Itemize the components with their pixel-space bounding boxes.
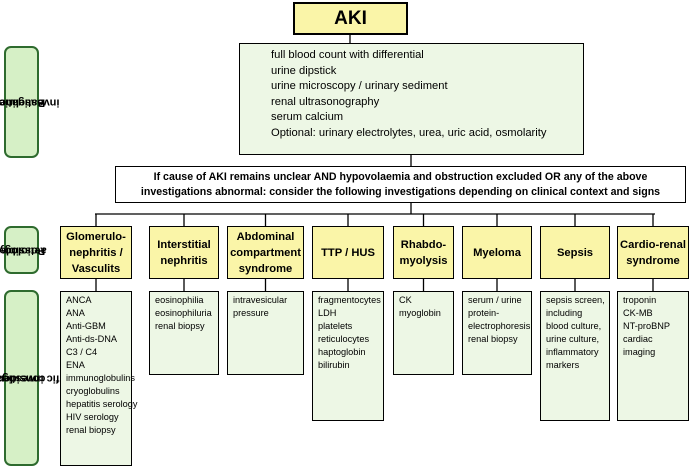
investigation-item: haptoglobin <box>318 347 366 357</box>
aetiology-label: compartment <box>230 246 301 259</box>
investigations-box: serum / urine protein-electrophoresis rena… <box>462 291 532 375</box>
investigation-item: cardiac <box>623 334 653 344</box>
investigation-item: Anti-GBM <box>66 321 106 331</box>
investigation-item: troponin <box>623 295 657 305</box>
aetiology-box: Abdominal compartment syndrome <box>227 226 304 279</box>
baseline-item: serum calcium <box>271 111 344 123</box>
investigation-item: bilirubin <box>318 360 350 370</box>
aetiology-label: Interstitial <box>157 238 211 251</box>
aetiology-box: Sepsis <box>540 226 610 279</box>
aetiology-label: nephritis <box>160 254 208 267</box>
investigations-box: sepsis screen, including blood culture, uri… <box>540 291 610 421</box>
investigation-item: NT-proBNP <box>623 321 670 331</box>
aetiology-box: TTP / HUS <box>312 226 384 279</box>
investigation-item: blood culture, <box>546 321 602 331</box>
aetiology-box: Myeloma <box>462 226 532 279</box>
investigation-item: hepatitis serology <box>66 399 138 409</box>
investigation-item: imaging <box>623 347 656 357</box>
investigations-box: ANCA ANA Anti-GBM Anti-ds-DNA C3 / C4 ENA immu… <box>60 291 138 466</box>
investigation-item: electrophoresis <box>468 321 531 331</box>
aetiology-label: nephritis / <box>69 246 123 259</box>
investigation-item: ENA <box>66 360 85 370</box>
baseline-item: renal ultrasonography <box>271 95 380 108</box>
baseline-item: Optional: urinary electrolytes, urea, ur… <box>271 126 547 139</box>
investigation-item: ANA <box>66 308 85 318</box>
investigation-item: platelets <box>318 321 353 331</box>
investigation-item: eosinophiluria <box>155 308 212 318</box>
investigation-item: urine culture, <box>546 334 600 344</box>
investigation-item: LDH <box>318 308 337 318</box>
condition-line: investigations abnormal: consider the fo… <box>140 185 661 198</box>
investigation-item: cryoglobulins <box>66 386 120 396</box>
investigation-item: serum / urine <box>468 295 522 305</box>
condition-box: If cause of AKI remains unclear AND hypo… <box>115 166 686 203</box>
investigation-item: inflammatory <box>546 347 599 357</box>
investigations-box: eosinophilia eosinophiluria renal biopsy <box>149 291 219 375</box>
aetiology-label: Cardio-renal <box>620 238 686 251</box>
baseline-investigations-box: full blood count with differential urine… <box>239 43 584 155</box>
investigation-item: CK-MB <box>623 308 653 318</box>
aetiology-label: Glomerulo- <box>66 230 126 243</box>
aetiology-label: syndrome <box>626 254 680 267</box>
baseline-item: full blood count with differential <box>271 49 424 61</box>
aetiology-box: Glomerulo-nephritis / Vasculits <box>60 226 132 279</box>
aetiology-label: Abdominal <box>236 230 295 243</box>
investigations-box: CK myoglobin <box>393 291 454 375</box>
aetiology-label: TTP / HUS <box>321 246 375 259</box>
investigation-item: fragmentocytes <box>318 295 381 305</box>
investigation-item: immunoglobulins <box>66 373 135 383</box>
aetiology-label: Sepsis <box>556 246 594 259</box>
investigation-item: renal biopsy <box>155 321 205 331</box>
aetiology-label: syndrome <box>238 262 293 275</box>
aetiology-box: Rhabdo-myolysis <box>393 226 454 279</box>
investigation-item: renal biopsy <box>66 425 116 435</box>
investigation-item: sepsis screen, <box>546 295 605 305</box>
baseline-item: urine microscopy / urinary sediment <box>271 80 448 92</box>
aetiology-label: Vasculits <box>71 262 121 275</box>
baseline-item: urine dipstick <box>271 64 337 77</box>
aetiology-label: Myeloma <box>473 246 521 259</box>
investigation-item: renal biopsy <box>468 334 518 344</box>
investigation-item: HIV serology <box>66 412 119 422</box>
investigation-item: C3 / C4 <box>66 347 98 357</box>
investigation-item: protein- <box>468 308 500 318</box>
side-label-baseline: Baselineinvestigations <box>0 46 58 158</box>
investigation-item: including <box>546 308 583 318</box>
aetiology-label: myolysis <box>399 254 448 267</box>
condition-line: If cause of AKI remains unclear AND hypo… <box>153 170 648 183</box>
investigation-item: myoglobin <box>399 308 441 318</box>
investigation-item: eosinophilia <box>155 295 204 305</box>
investigation-item: intravesicular <box>233 295 288 305</box>
aetiology-box: Interstitial nephritis <box>149 226 219 279</box>
investigation-item: CK <box>399 295 412 305</box>
investigations-box: intravesicular pressure <box>227 291 304 375</box>
aetiology-label: Rhabdo- <box>400 238 447 251</box>
aetiology-box: Cardio-renal syndrome <box>617 226 689 279</box>
investigation-item: Anti-ds-DNA <box>66 334 118 344</box>
investigation-item: reticulocytes <box>318 334 370 344</box>
side-label-specific: Specific investigations toconsider <box>0 290 88 466</box>
diagram-title: AKI <box>293 2 408 35</box>
investigation-item: pressure <box>233 308 269 318</box>
investigation-item: markers <box>546 360 580 370</box>
investigation-item: ANCA <box>66 295 92 305</box>
